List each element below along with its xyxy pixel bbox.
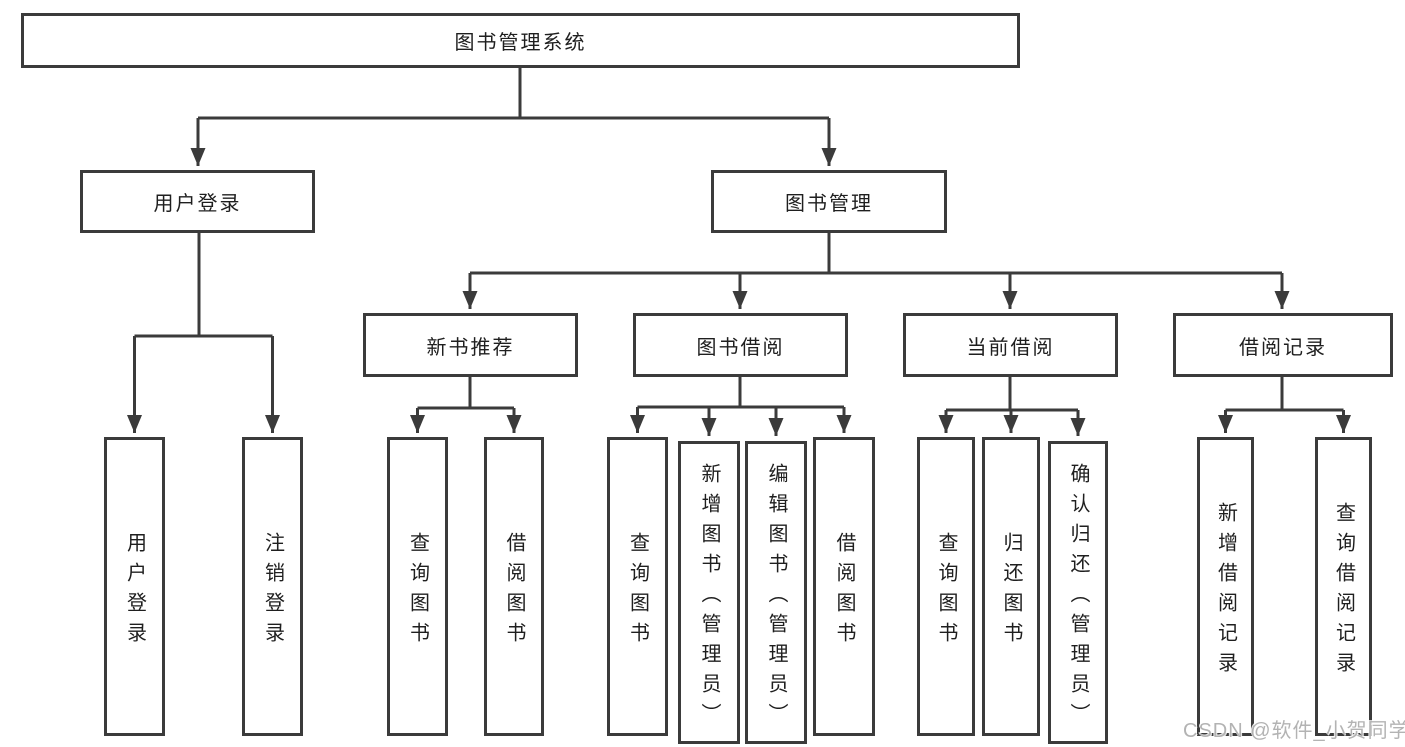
node-label: 图书借阅: [696, 336, 785, 359]
node-borrowing-records: 借阅记录: [1173, 313, 1393, 377]
node-label: 当前借阅: [966, 336, 1055, 359]
leaf-label: 查询图书: [406, 531, 429, 652]
leaf-label: 新增图书（管理员）: [698, 462, 720, 733]
leaf-label: 查询图书: [935, 531, 957, 652]
node-label: 图书管理系统: [454, 32, 587, 54]
leaf-label: 用户登录: [123, 531, 146, 652]
node-user-login: 用户登录: [80, 170, 315, 233]
node-book-management: 图书管理: [711, 170, 947, 233]
leaf-label: 归还图书: [1000, 531, 1022, 652]
leaf-current-confirm-return-admin: 确认归还（管理员）: [1048, 441, 1108, 744]
node-new-book-recommend: 新书推荐: [363, 313, 578, 377]
node-current-borrowing: 当前借阅: [903, 313, 1118, 377]
node-label: 新书推荐: [426, 336, 515, 359]
node-label: 图书管理: [785, 193, 873, 215]
csdn-watermark: CSDN @软件_小贺同学: [1183, 720, 1405, 742]
leaf-label: 查询借阅记录: [1332, 501, 1355, 682]
leaf-label: 借阅图书: [503, 531, 525, 652]
leaf-current-return-books: 归还图书: [982, 437, 1040, 736]
leaf-label: 新增借阅记录: [1214, 501, 1237, 682]
node-book-borrowing: 图书借阅: [633, 313, 848, 377]
leaf-records-add-record: 新增借阅记录: [1197, 437, 1254, 736]
leaf-current-query-books: 查询图书: [917, 437, 975, 736]
leaf-recommend-query-books: 查询图书: [387, 437, 448, 736]
node-label: 借阅记录: [1239, 336, 1327, 359]
leaf-label: 借阅图书: [833, 531, 855, 652]
leaf-label: 编辑图书（管理员）: [765, 462, 787, 733]
leaf-borrow-add-book-admin: 新增图书（管理员）: [678, 441, 740, 744]
leaf-label: 确认归还（管理员）: [1067, 462, 1089, 733]
leaf-label: 注销登录: [261, 531, 284, 652]
leaf-borrow-edit-book-admin: 编辑图书（管理员）: [745, 441, 807, 744]
node-label: 用户登录: [153, 193, 242, 215]
leaf-label: 查询图书: [626, 531, 649, 652]
leaf-user-login: 用户登录: [104, 437, 165, 736]
node-system-root: 图书管理系统: [21, 13, 1020, 68]
leaf-borrow-query-books: 查询图书: [607, 437, 668, 736]
leaf-logout: 注销登录: [242, 437, 303, 736]
leaf-records-query-record: 查询借阅记录: [1315, 437, 1372, 736]
leaf-borrow-borrow-books: 借阅图书: [813, 437, 875, 736]
leaf-recommend-borrow-books: 借阅图书: [484, 437, 544, 736]
